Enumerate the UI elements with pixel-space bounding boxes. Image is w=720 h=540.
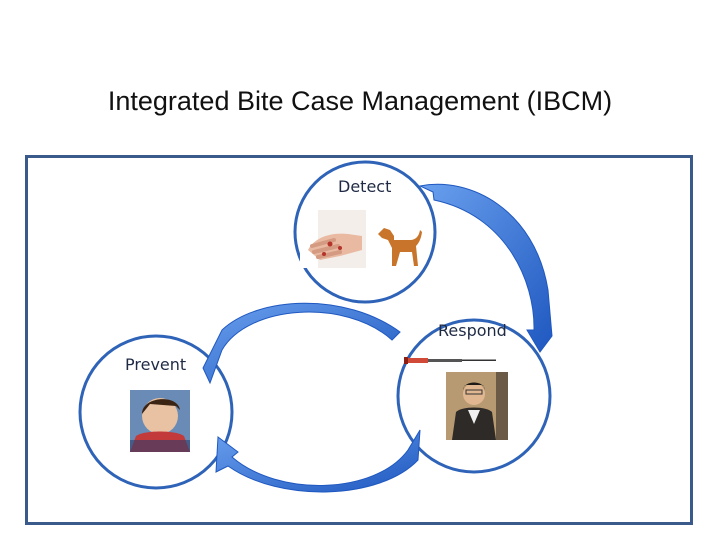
dog-silhouette: [374, 222, 424, 270]
health-worker-photo: [446, 372, 508, 440]
diagram-frame: [25, 155, 693, 525]
stage-label-prevent: Prevent: [125, 355, 187, 374]
page-title: Integrated Bite Case Management (IBCM): [107, 86, 613, 116]
bitten-hand-photo: [300, 210, 366, 268]
syringe-photo: [404, 352, 500, 368]
arrow-respond-to-prevent: [202, 302, 401, 385]
arrow-detect-to-respond: [418, 183, 553, 353]
stage-label-respond: Respond: [438, 321, 507, 340]
stage-label-detect: Detect: [338, 177, 392, 196]
arrow-prevent-to-respond: [215, 429, 421, 493]
child-photo: [130, 390, 190, 452]
